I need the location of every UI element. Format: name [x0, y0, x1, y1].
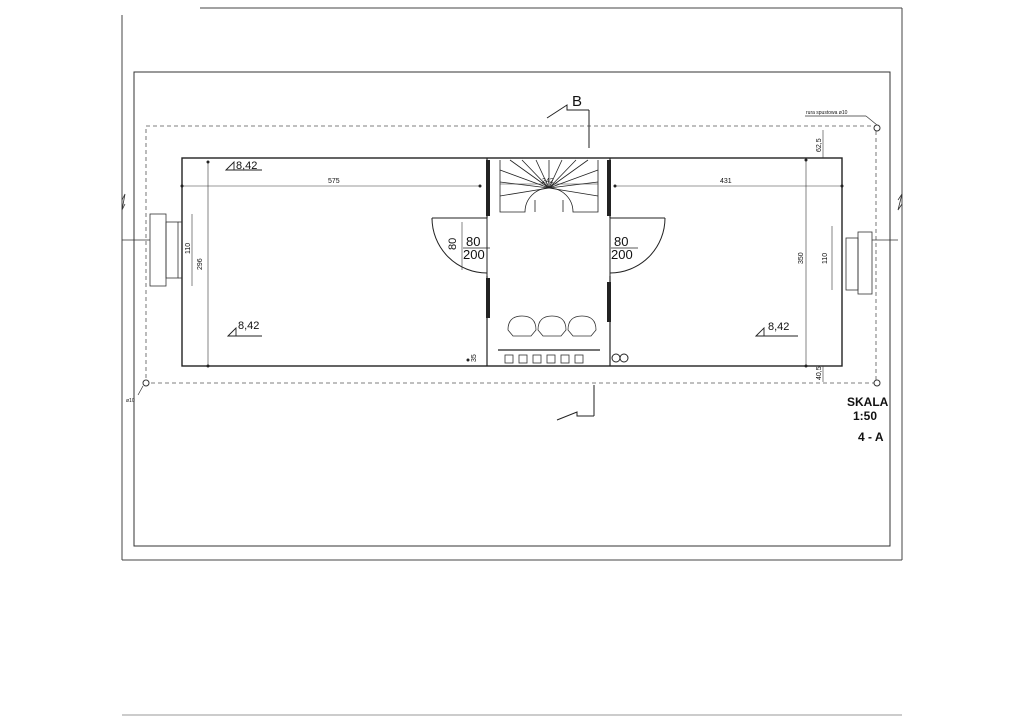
dim-right-height: 350 [798, 252, 805, 264]
downpipe-top-label: rura spustowa ø10 [806, 110, 848, 116]
dim-bottom-offset: 40,5 [816, 366, 823, 380]
downpipe-top-icon [873, 124, 881, 132]
door-left [431, 217, 488, 276]
dim-left-width: 575 [328, 178, 340, 185]
scale-label: SKALA [847, 395, 889, 409]
door-left-height: 200 [463, 247, 485, 262]
level-top-left: 8,42 [236, 160, 257, 172]
section-marker-bottom-icon [556, 385, 595, 421]
level-mark-icons [224, 160, 798, 337]
dim-right-window: 110 [822, 253, 829, 264]
wash-basins [507, 315, 597, 337]
dim-door-side: 80 [447, 238, 459, 250]
door-right-height: 200 [611, 247, 633, 262]
downpipe-bottom-right-icon [873, 379, 881, 387]
window-right [845, 231, 873, 295]
staircase [499, 159, 599, 213]
door-right-width: 80 [614, 234, 628, 249]
sheet-frame [121, 7, 903, 716]
building-outline [181, 157, 843, 367]
sheet-code: 4 - A [858, 430, 884, 444]
roof-outline [145, 125, 877, 384]
dimension-ticks [180, 158, 844, 368]
dim-right-width: 431 [720, 178, 732, 185]
downpipe-left-icon [142, 379, 150, 387]
drawing-frame [133, 71, 891, 547]
wall-hatches [486, 160, 611, 322]
dim-top-offset: 62,5 [816, 138, 823, 152]
window-left [149, 213, 182, 287]
downpipe-left-label: ø10 [126, 398, 135, 404]
dimension-lines [182, 130, 842, 382]
level-bottom-right: 8,42 [768, 321, 789, 333]
level-bottom-left: 8,42 [238, 320, 259, 332]
dim-sill: 35 [471, 354, 478, 362]
door-left-width: 80 [466, 234, 480, 249]
door-right [609, 217, 666, 276]
scale-value: 1:50 [853, 409, 877, 423]
toilet-row [504, 354, 584, 364]
dim-left-height: 296 [197, 258, 204, 270]
dim-stair-width: 242 [542, 178, 554, 185]
section-marker-top-icon [546, 104, 590, 148]
dim-left-window: 110 [185, 243, 192, 254]
section-marker-label: B [572, 93, 582, 110]
section-break-marks [121, 193, 903, 241]
pipe-symbols [611, 353, 629, 363]
